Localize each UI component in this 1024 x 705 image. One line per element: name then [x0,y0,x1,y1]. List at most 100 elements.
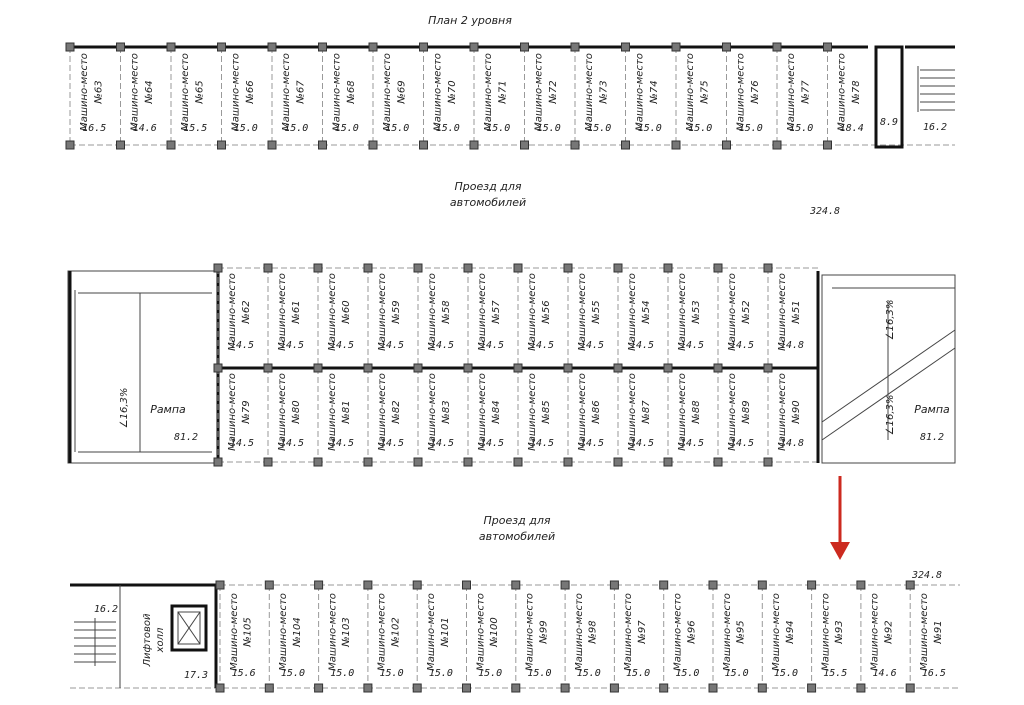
space-area: 15.0 [429,668,453,679]
space-area: 14.5 [680,438,704,449]
space-type-label: Машино-место [527,373,538,451]
column-marker [413,363,423,373]
column-marker [412,683,422,693]
column-marker [463,457,473,467]
column-marker [368,140,378,150]
space-area: 14.5 [630,438,654,449]
space-number: №68 [346,80,357,104]
column-marker [267,42,277,52]
space-area: 14.6 [873,668,897,679]
column-marker [772,140,782,150]
space-area: 14.8 [780,438,804,449]
space-area: 15.0 [587,123,611,134]
space-number: №60 [341,300,352,324]
column-marker [213,263,223,273]
space-number: №52 [741,300,752,324]
space-number: №89 [741,400,752,424]
plan-title: План 2 уровня [428,14,512,27]
space-type-label: Машино-место [79,53,90,131]
space-number: №86 [591,400,602,424]
space-type-label: Машино-место [327,593,338,671]
space-type-label: Машино-место [677,373,688,451]
column-marker [318,42,327,52]
column-marker [419,42,428,52]
space-area: 14.5 [280,340,304,351]
space-type-label: Машино-место [377,373,388,451]
column-marker [570,140,580,150]
column-marker [713,263,723,273]
space-area: 14.5 [330,438,354,449]
space-area: 14.5 [230,438,254,449]
middle-block: Рампа 81.2 ∠16,3% ∠16,3% ∠16,3% Рампа 81… [67,267,956,464]
space-type-label: Машино-место [130,53,141,131]
space-type-label: Машино-место [727,273,738,351]
lift-hall-label-2: холл [155,627,166,653]
space-number: №77 [800,80,811,105]
space-number: №102 [390,617,401,648]
level-mark-bottom: 324.8 [911,570,942,581]
space-type-label: Машино-место [227,373,238,451]
space-area: 15.0 [478,668,502,679]
column-marker [708,580,718,590]
space-number: №104 [292,617,303,648]
space-number: №55 [591,300,602,324]
space-area: 14.5 [730,340,754,351]
space-number: №79 [241,400,252,424]
column-marker [469,140,479,150]
space-type-label: Машино-место [623,593,634,671]
space-type-label: Машино-место [777,273,788,351]
column-marker [563,363,573,373]
space-type-label: Машино-место [483,53,494,131]
space-number: №81 [341,400,352,424]
space-number: №67 [295,80,306,105]
column-marker [659,580,669,590]
column-marker [713,363,723,373]
column-marker [905,580,915,590]
column-marker [763,263,773,273]
column-marker [609,580,619,590]
space-type-label: Машино-место [427,273,438,351]
space-type-label: Машино-место [332,53,343,131]
column-marker [314,580,324,590]
column-marker [463,363,473,373]
column-marker [313,263,323,273]
shaft-area: 8.9 [880,117,898,128]
space-area: 14.5 [380,438,404,449]
space-number: №103 [341,617,352,648]
space-area: 14.5 [730,438,754,449]
space-number: №94 [785,620,796,644]
space-area: 15.0 [527,668,551,679]
column-marker [722,140,731,150]
space-type-label: Машино-место [231,53,242,131]
space-type-label: Машино-место [180,53,191,131]
space-number: №84 [491,400,502,424]
space-number: №83 [441,400,452,424]
ramp-left-slope: ∠16,3% [119,388,130,429]
ramp-left-area: 81.2 [174,432,198,443]
column-marker [263,457,273,467]
space-type-label: Машино-место [382,53,393,131]
column-marker [663,457,673,467]
column-marker [363,363,373,373]
space-type-label: Машино-место [736,53,747,131]
space-type-label: Машино-место [837,53,848,131]
